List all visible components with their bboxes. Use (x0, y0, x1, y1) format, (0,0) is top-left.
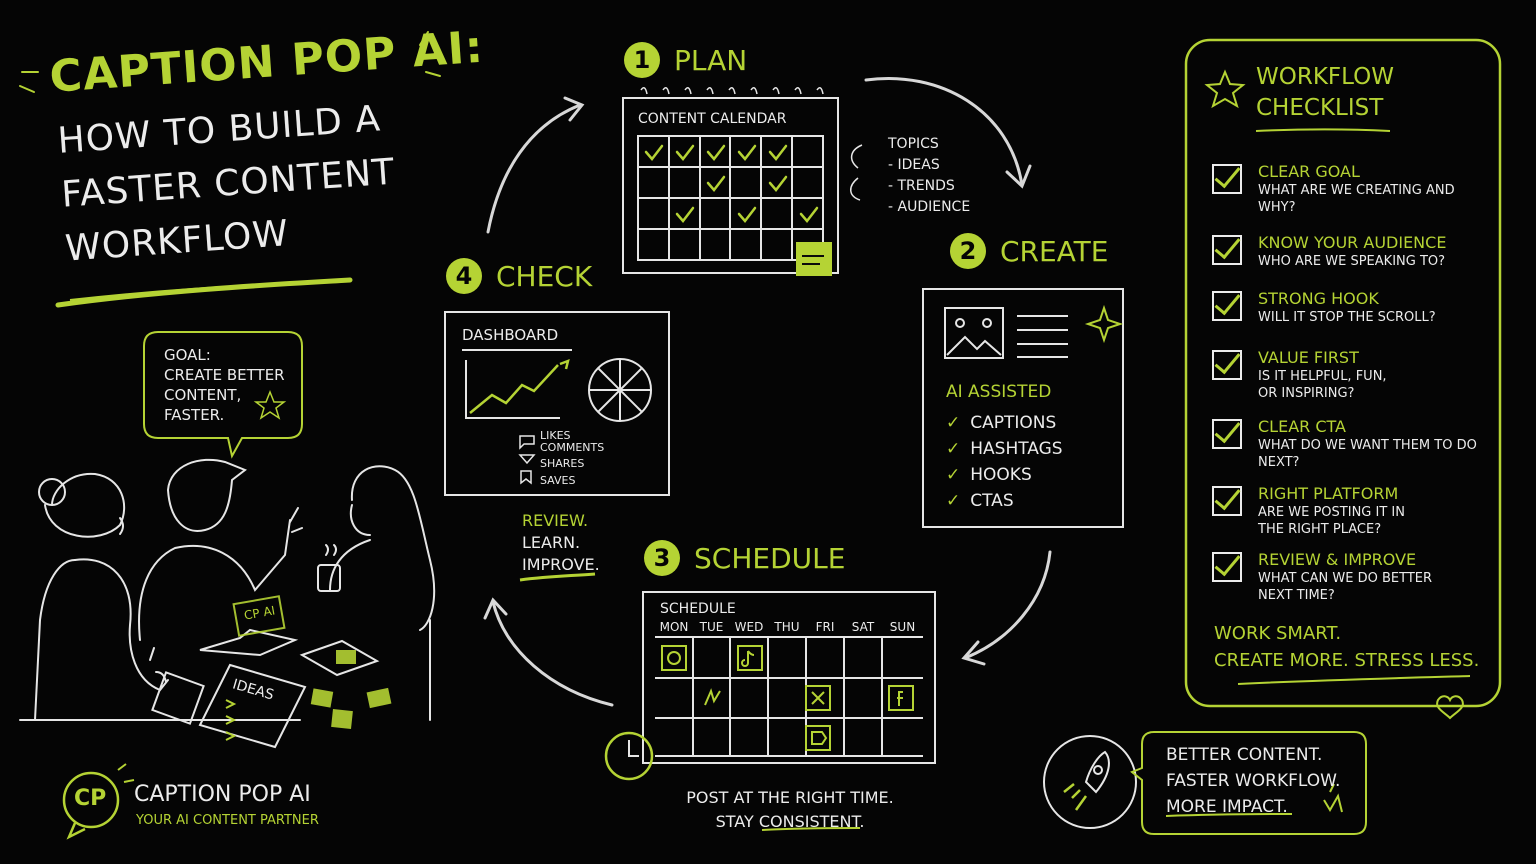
outro-line-1: BETTER CONTENT. (1166, 745, 1323, 765)
caption-line-1: POST AT THE RIGHT TIME. (686, 788, 894, 807)
checkbox-icon (1212, 164, 1242, 194)
check-icon: ✓ (946, 439, 961, 459)
step-plan: 1 PLAN (624, 42, 747, 78)
checklist-footer: WORK SMART. CREATE MORE. STRESS LESS. (1214, 620, 1479, 674)
schedule-caption: POST AT THE RIGHT TIME. STAY CONSISTENT. (640, 786, 940, 834)
checklist-item-title: REVIEW & IMPROVE (1258, 550, 1417, 569)
caption-line-2: STAY CONSISTENT. (715, 812, 865, 831)
checklist-item-title: KNOW YOUR AUDIENCE (1258, 233, 1447, 252)
plan-note: - TRENDS (888, 178, 955, 194)
review-line: REVIEW. (522, 511, 589, 530)
weekday-label: WED (734, 620, 764, 634)
checklist-item-title: STRONG HOOK (1258, 289, 1379, 308)
step-label: CHECK (496, 259, 593, 293)
step-check: 4 CHECK (446, 258, 592, 294)
weekday-label: THU (774, 620, 800, 634)
checklist-item-desc: WHO ARE WE SPEAKING TO? (1258, 254, 1446, 269)
weekday-label: SUN (889, 620, 916, 634)
check-icon: ✓ (946, 413, 961, 433)
checklist-item-desc: IS IT HELPFUL, FUN, OR INSPIRING? (1258, 369, 1387, 401)
review-line: IMPROVE. (522, 555, 600, 574)
weekday-label: MON (659, 620, 689, 634)
ai-assisted-label: AI ASSISTED (946, 382, 1052, 402)
checklist-title: WORKFLOW CHECKLIST (1256, 62, 1394, 124)
goal-line-3: FASTER. (164, 406, 225, 424)
checklist-item-desc: WHAT DO WE WANT THEM TO DO NEXT? (1258, 438, 1477, 470)
checkbox-icon (1212, 552, 1242, 582)
step-label: PLAN (674, 43, 748, 77)
goal-label: GOAL: (164, 346, 211, 364)
checklist-item-title: CLEAR CTA (1258, 417, 1346, 436)
outro-line-2: FASTER WORKFLOW. (1166, 771, 1341, 791)
checklist-item-title: CLEAR GOAL (1258, 162, 1360, 181)
checklist-item-desc: ARE WE POSTING IT IN THE RIGHT PLACE? (1258, 505, 1405, 537)
step-label: SCHEDULE (694, 541, 846, 575)
goal-bubble: GOAL: CREATE BETTER CONTENT, FASTER. (164, 345, 285, 425)
checklist-item-desc: WHAT CAN WE DO BETTER NEXT TIME? (1258, 571, 1433, 603)
brand-tagline: YOUR AI CONTENT PARTNER (136, 813, 319, 828)
checkbox-icon (1212, 235, 1242, 265)
schedule-title: SCHEDULE (660, 601, 736, 617)
step-schedule: 3 SCHEDULE (644, 540, 845, 576)
outro-line-3: MORE IMPACT. (1166, 797, 1288, 817)
step-number: 2 (950, 233, 986, 269)
weekday-label: FRI (815, 620, 835, 634)
list-item: ✓CTAS (946, 491, 1014, 511)
review-line: LEARN. (522, 533, 581, 552)
metric-shares: SHARES (540, 457, 585, 470)
weekday-label: SAT (851, 620, 875, 634)
metrics-list: LIKES COMMENTS SHARES SAVES (540, 428, 604, 489)
list-item: ✓HASHTAGS (946, 439, 1063, 459)
checklist-item-desc: WHAT ARE WE CREATING AND WHY? (1258, 183, 1455, 215)
metric-saves: SAVES (540, 474, 576, 487)
checklist-item-title: VALUE FIRST (1258, 348, 1359, 367)
list-item: ✓CAPTIONS (946, 413, 1057, 433)
plan-note: TOPICS (888, 136, 939, 152)
checklist-item-desc: WILL IT STOP THE SCROLL? (1258, 310, 1436, 325)
checklist-title-line-1: WORKFLOW (1256, 64, 1394, 90)
footer-line-2: CREATE MORE. STRESS LESS. (1214, 650, 1480, 671)
step-label: CREATE (1000, 234, 1109, 268)
metric-likes: LIKES (540, 429, 571, 442)
checkbox-icon (1212, 486, 1242, 516)
checkbox-icon (1212, 350, 1242, 380)
metric-comments: COMMENTS (540, 441, 605, 454)
weekday-header: MON TUE WED THU FRI SAT SUN (655, 620, 923, 634)
goal-line-2: CONTENT, (164, 386, 242, 404)
team-illustration (19, 458, 436, 749)
plan-notes: TOPICS - IDEAS - TRENDS - AUDIENCE (888, 134, 970, 218)
checklist-title-line-2: CHECKLIST (1256, 95, 1384, 121)
outro-bubble: BETTER CONTENT. FASTER WORKFLOW. MORE IM… (1166, 742, 1340, 820)
list-item: ✓HOOKS (946, 465, 1032, 485)
subtitle: HOW TO BUILD A FASTER CONTENT WORKFLOW (56, 92, 401, 277)
step-number: 4 (446, 258, 482, 294)
cycle-arrows (483, 77, 1052, 707)
dashboard-title: DASHBOARD (462, 326, 559, 344)
checkbox-icon (1212, 419, 1242, 449)
brand-logo: CP (74, 786, 107, 811)
footer-line-1: WORK SMART. (1214, 623, 1342, 644)
step-number: 1 (624, 42, 660, 78)
check-icon: ✓ (946, 491, 961, 511)
step-create: 2 CREATE (950, 233, 1108, 269)
checkbox-icon (1212, 291, 1242, 321)
check-icon: ✓ (946, 465, 961, 485)
checklist-item-title: RIGHT PLATFORM (1258, 484, 1399, 503)
review-text: REVIEW. LEARN. IMPROVE. (522, 510, 600, 576)
create-list: ✓CAPTIONS ✓HASHTAGS ✓HOOKS ✓CTAS (946, 410, 1063, 514)
calendar-title: CONTENT CALENDAR (638, 111, 787, 127)
content-calendar-drawing (622, 87, 839, 274)
step-number: 3 (644, 540, 680, 576)
weekday-label: TUE (699, 620, 724, 634)
brand-name: CAPTION POP AI (134, 782, 311, 807)
plan-note: - AUDIENCE (888, 199, 971, 215)
plan-note: - IDEAS (888, 157, 940, 173)
goal-line-1: CREATE BETTER (164, 366, 285, 384)
